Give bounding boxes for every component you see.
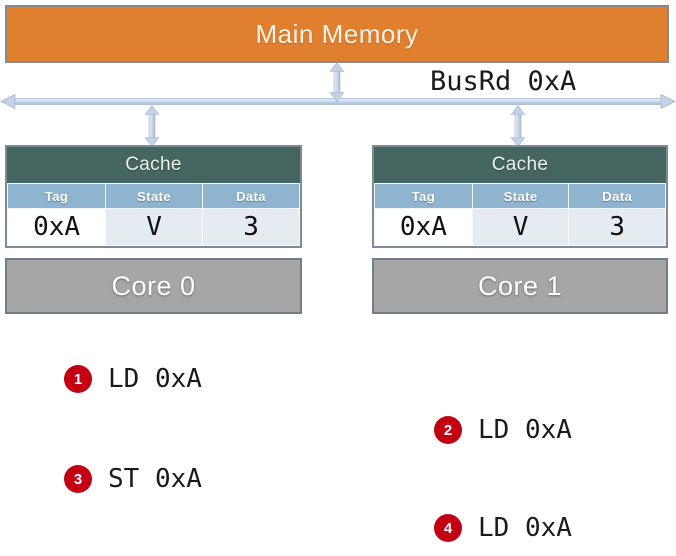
step-item-3: 3 ST 0xA: [64, 464, 202, 494]
cache-table-1: Tag State Data 0xA V 3: [374, 183, 666, 246]
step-badge-2: 2: [434, 416, 462, 444]
step-text-4: LD 0xA: [478, 513, 572, 543]
cache-title-label-0: Cache: [125, 154, 182, 175]
step-item-1: 1 LD 0xA: [64, 364, 202, 394]
core-label-1: Core 1: [477, 270, 563, 301]
cache1-state-value: V: [471, 208, 570, 246]
column-header-state-1: State: [471, 183, 570, 209]
cache1-tag-value: 0xA: [374, 208, 473, 246]
column-header-tag-1: Tag: [374, 183, 473, 209]
core-block-1: Core 1: [372, 258, 668, 314]
cache-block-1: Cache Tag State Data 0xA V 3: [372, 145, 668, 248]
cache0-data-value: 3: [202, 208, 300, 246]
step-text-2: LD 0xA: [478, 415, 572, 445]
cache-table-header-row-0: Tag State Data: [6, 183, 300, 209]
memory-bus-connector: [329, 62, 345, 102]
column-header-data-0: Data: [202, 183, 300, 209]
cache-title-label-1: Cache: [491, 154, 549, 175]
step-item-4: 4 LD 0xA: [434, 513, 572, 543]
cache0-state-value: V: [105, 208, 204, 246]
step-text-3: ST 0xA: [108, 464, 202, 494]
cache0-tag-value: 0xA: [6, 208, 107, 246]
step-item-2: 2 LD 0xA: [434, 415, 572, 445]
table-row: 0xA V 3: [374, 208, 666, 246]
step-badge-4: 4: [434, 514, 462, 542]
cache1-bus-connector: [510, 105, 526, 147]
cache-title-0: Cache: [7, 147, 300, 183]
cache-title-1: Cache: [374, 147, 666, 183]
bus-transaction-label: BusRd 0xA: [430, 66, 577, 97]
column-header-data-1: Data: [568, 183, 666, 209]
cache1-data-value: 3: [568, 208, 666, 246]
column-header-state-0: State: [105, 183, 204, 209]
main-memory-label: Main Memory: [255, 18, 419, 49]
step-text-1: LD 0xA: [108, 364, 202, 394]
core-block-0: Core 0: [5, 258, 302, 314]
cache-table-0: Tag State Data 0xA V 3: [6, 183, 300, 246]
cache-table-header-row-1: Tag State Data: [374, 183, 666, 209]
core-label-0: Core 0: [111, 270, 196, 301]
table-row: 0xA V 3: [6, 208, 300, 246]
column-header-tag-0: Tag: [6, 183, 107, 209]
step-badge-1: 1: [64, 365, 92, 393]
step-badge-3: 3: [64, 465, 92, 493]
main-memory-block: Main Memory: [5, 5, 669, 63]
cache0-bus-connector: [144, 105, 160, 147]
cache-block-0: Cache Tag State Data 0xA V 3: [5, 145, 302, 248]
